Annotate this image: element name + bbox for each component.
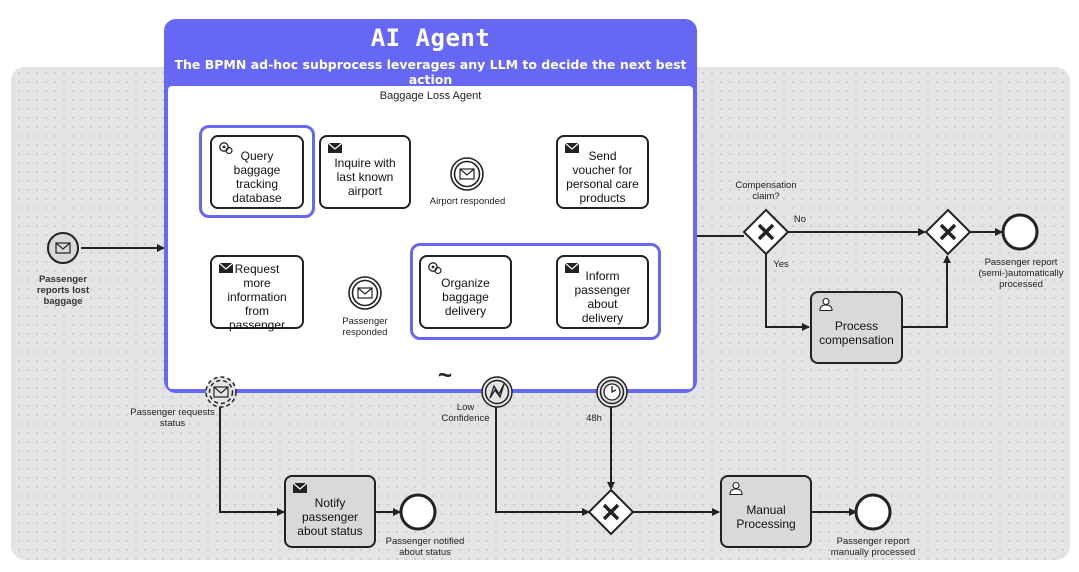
label-passenger-requests-status: Passenger requests status	[130, 407, 215, 429]
flow-lowconf-to-gateway	[495, 404, 590, 516]
task-label: Manual Processing	[736, 502, 796, 531]
boundary-event-low-confidence	[481, 376, 513, 408]
highlight-delivery	[410, 243, 661, 340]
task-label: Query baggage tracking database	[232, 149, 282, 205]
envelope-icon	[459, 168, 475, 180]
task-organize-delivery[interactable]: Organize baggage delivery	[419, 255, 512, 329]
flow-yes	[765, 254, 810, 331]
task-notify-status[interactable]: Notify passenger about status	[284, 475, 376, 548]
adhoc-marker: ~	[438, 362, 453, 389]
boundary-event-status-request	[205, 376, 237, 408]
task-label: Inform passenger about delivery	[574, 269, 631, 325]
task-process-compensation[interactable]: Process compensation	[810, 291, 903, 364]
gateway-join	[924, 208, 972, 256]
label-passenger-reports: Passenger reports lost baggage	[36, 274, 90, 307]
flow-status-to-notify	[219, 400, 285, 516]
envelope-icon	[564, 142, 580, 153]
envelope-icon	[564, 262, 580, 273]
envelope-icon	[213, 386, 229, 398]
label-passenger-responded: Passenger responded	[342, 316, 388, 338]
agent-title: AI Agent	[370, 24, 491, 52]
task-label: Request more information from passenger	[227, 262, 287, 332]
task-inquire-airport[interactable]: Inquire with last known airport	[319, 135, 411, 209]
label-compensation-claim: Compensation claim?	[735, 180, 797, 202]
label-timer: 48h	[586, 413, 602, 424]
agent-subtitle: The BPMN ad-hoc subprocess leverages any…	[174, 57, 687, 87]
gear-icon	[219, 142, 233, 155]
start-event-passenger-reports	[47, 232, 79, 264]
envelope-icon	[327, 142, 343, 153]
task-request-info[interactable]: Request more information from passenger	[210, 255, 304, 332]
label-manually-processed: Passenger report manually processed	[830, 536, 916, 558]
gateway-compensation-claim	[742, 208, 790, 256]
envelope-icon	[357, 287, 373, 299]
gateway-manual-merge	[587, 488, 635, 536]
error-icon	[489, 383, 505, 399]
end-event-auto-processed	[1001, 213, 1039, 251]
task-manual-processing[interactable]: Manual Processing	[720, 475, 812, 548]
task-send-voucher[interactable]: Send voucher for personal care products	[556, 135, 649, 209]
envelope-icon	[55, 242, 71, 254]
task-label: Inquire with last known airport	[334, 156, 396, 198]
label-low-confidence: Low Confidence	[441, 402, 490, 424]
label-airport-responded: Airport responded	[429, 196, 506, 207]
subprocess-name: Baggage Loss Agent	[379, 90, 482, 102]
user-icon	[729, 481, 743, 495]
flow-comp-to-join	[903, 255, 951, 328]
gear-icon	[428, 262, 442, 275]
envelope-icon	[292, 482, 308, 493]
envelope-icon	[218, 262, 234, 273]
label-auto-processed: Passenger report (semi-)automatically pr…	[978, 257, 1064, 290]
label-no: No	[793, 214, 807, 225]
clock-icon	[603, 383, 621, 401]
task-label: Send voucher for personal care products	[566, 149, 639, 205]
task-label: Process compensation	[819, 318, 894, 347]
task-query-baggage[interactable]: Query baggage tracking database	[210, 135, 304, 209]
label-yes: Yes	[773, 259, 789, 270]
event-airport-responded	[450, 157, 484, 191]
event-passenger-responded	[348, 276, 382, 310]
user-icon	[819, 297, 833, 311]
task-label: Notify passenger about status	[297, 495, 363, 538]
end-event-notified	[399, 493, 437, 531]
boundary-event-timer	[596, 376, 628, 408]
label-notified-status: Passenger notified about status	[385, 536, 465, 558]
task-inform-passenger[interactable]: Inform passenger about delivery	[556, 255, 649, 329]
task-label: Organize baggage delivery	[441, 276, 490, 318]
end-event-manually-processed	[854, 493, 892, 531]
highlight-query	[199, 125, 315, 218]
